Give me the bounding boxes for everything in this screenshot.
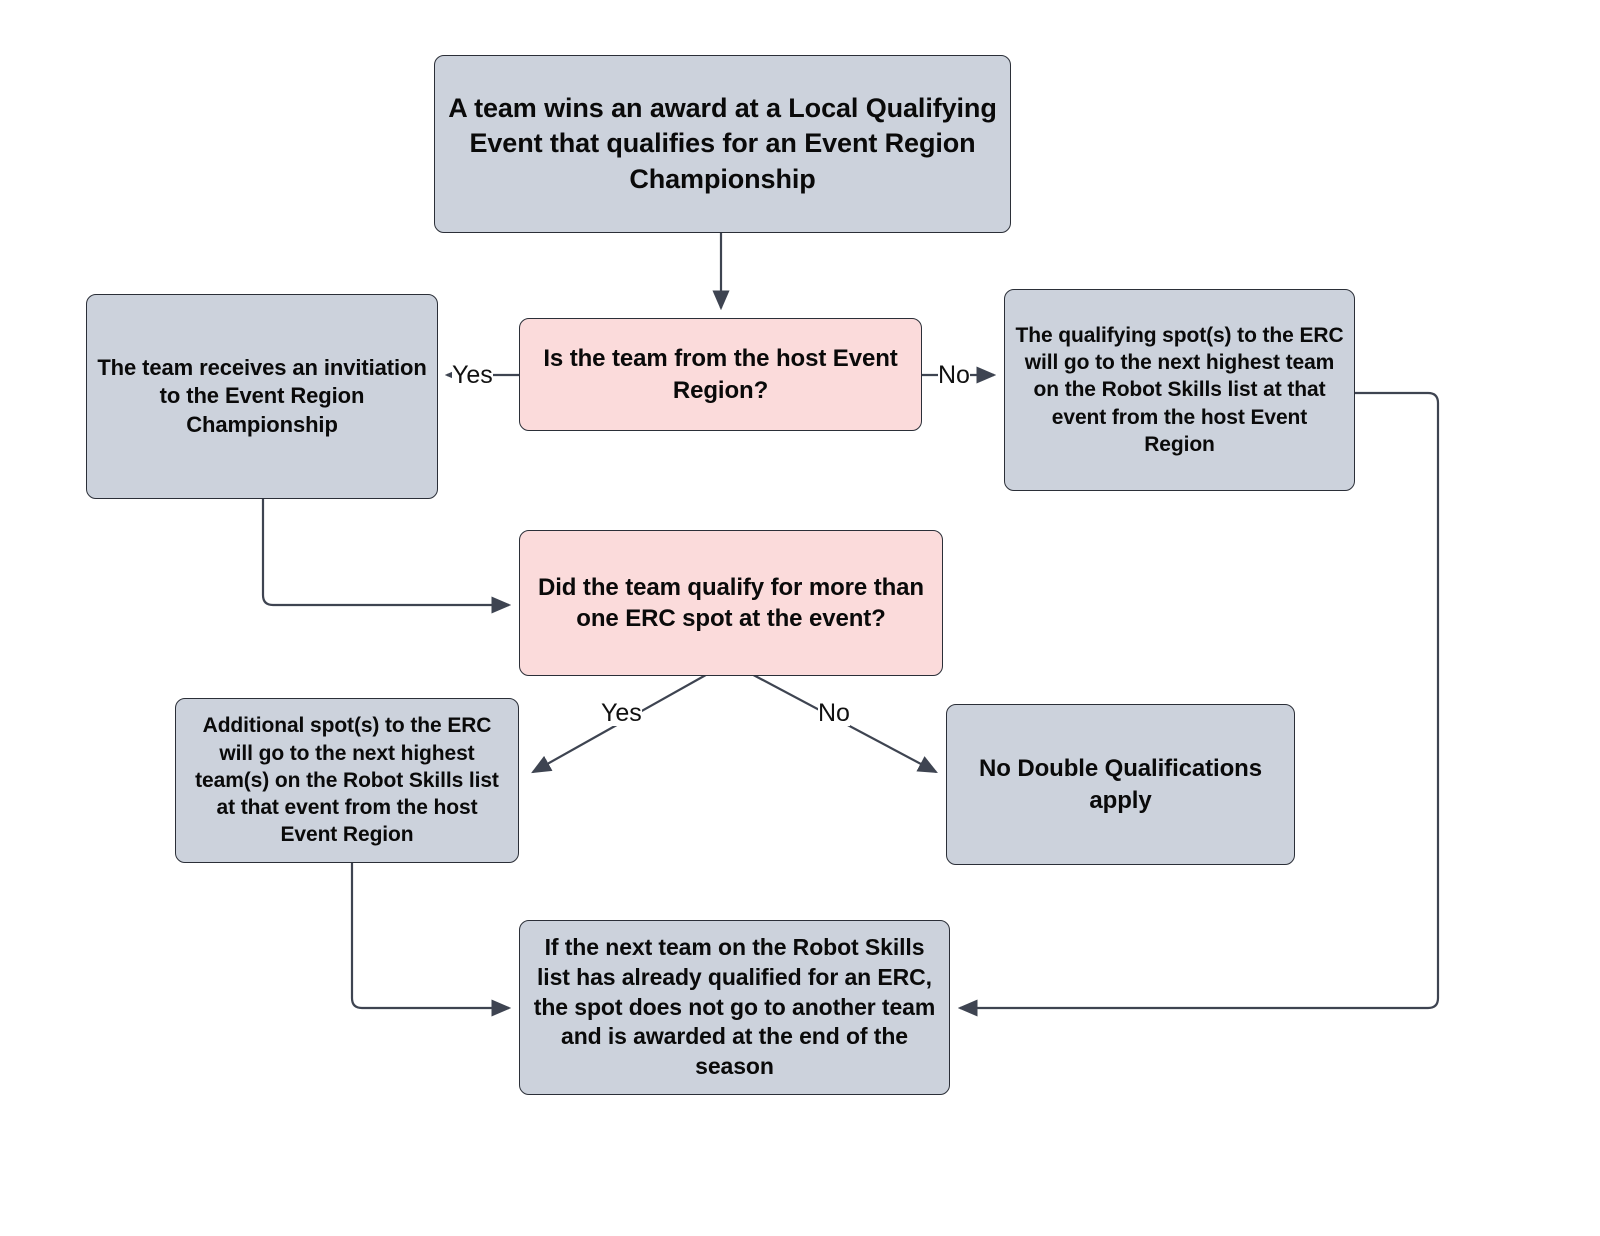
edge-additional-to-already-qualified	[350, 863, 512, 1017]
edge-label-no-multiple-spots: No	[818, 699, 850, 727]
node-qualifying-spots-next-highest: The qualifying spot(s) to the ERC will g…	[1004, 289, 1355, 491]
node-decision-more-than-one-spot: Did the team qualify for more than one E…	[519, 530, 943, 676]
edge-label-yes-multiple-spots: Yes	[601, 699, 642, 727]
node-no-double-qualifications: No Double Qualifications apply	[946, 704, 1295, 865]
edge-label-no-host-region: No	[938, 361, 970, 389]
node-start: A team wins an award at a Local Qualifyi…	[434, 55, 1011, 233]
node-already-qualified-spot-unawarded: If the next team on the Robot Skills lis…	[519, 920, 950, 1095]
node-team-receives-invitation: The team receives an invitiation to the …	[86, 294, 438, 499]
node-decision-host-event-region: Is the team from the host Event Region?	[519, 318, 922, 431]
edge-label-yes-host-region: Yes	[452, 361, 493, 389]
node-additional-spots: Additional spot(s) to the ERC will go to…	[175, 698, 519, 863]
edge-invite-to-decision2	[261, 499, 512, 614]
